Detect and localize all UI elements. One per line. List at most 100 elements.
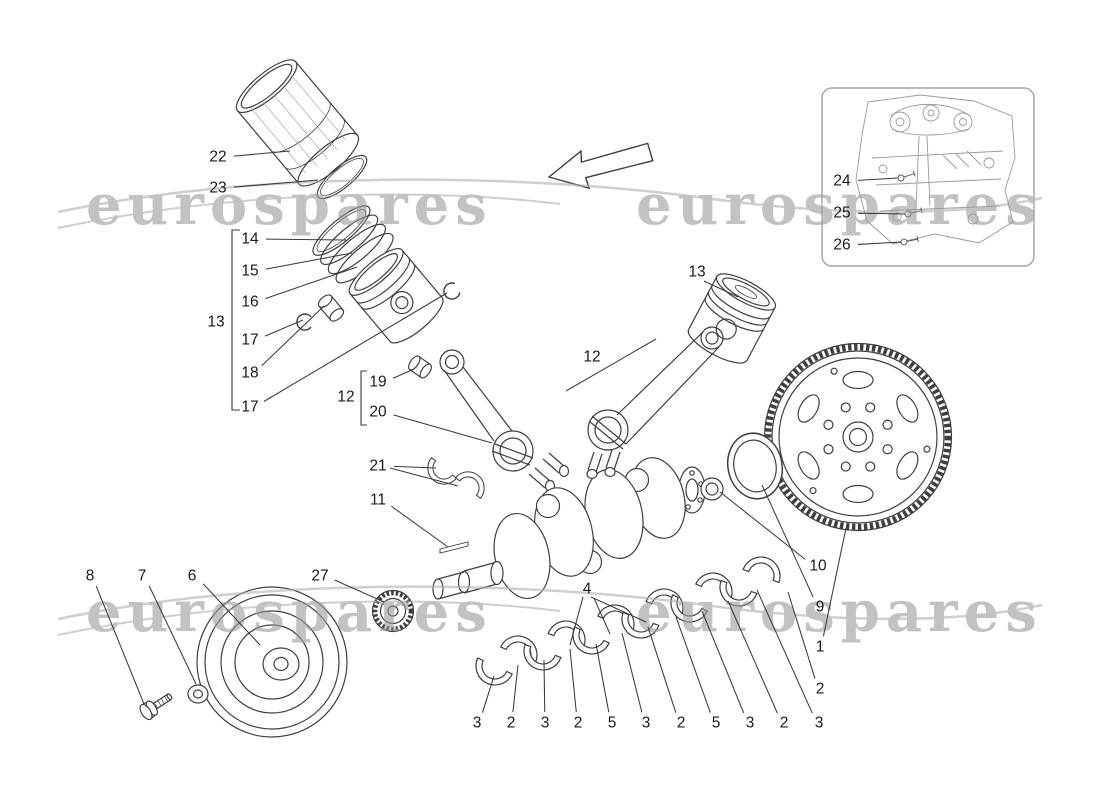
leader-line (701, 610, 745, 714)
part-number-label: 27 (311, 568, 328, 585)
group-bracket-13 (231, 229, 240, 411)
part-number-label: 4 (583, 581, 592, 598)
watermark-text: eurospares (636, 579, 1043, 645)
watermark-swoosh (57, 585, 1043, 621)
leader-line (202, 583, 261, 646)
leader-line (675, 616, 711, 713)
connecting-rod (439, 349, 570, 493)
part-number-label: 9 (816, 599, 825, 616)
part-number-label: 2 (677, 715, 686, 732)
circlip (440, 280, 462, 303)
part-number-label: 12 (583, 349, 600, 366)
crankshaft (432, 457, 706, 600)
pilot-bushing (700, 477, 724, 501)
leader-line (393, 465, 437, 469)
leader-line (264, 319, 304, 337)
part-number-label: 16 (241, 294, 258, 311)
part-number-label: 18 (241, 365, 258, 382)
part-number-label: 13 (688, 264, 705, 281)
part-number-label: 26 (833, 237, 850, 254)
part-number-label: 3 (746, 715, 755, 732)
leader-line (727, 600, 778, 714)
leader-line (543, 659, 546, 713)
cylinder-liner (235, 59, 360, 187)
part-number-label: 25 (833, 205, 850, 222)
part-number-label: 17 (241, 332, 258, 349)
part-number-label: 14 (241, 231, 259, 248)
part-number-label: 3 (642, 715, 651, 732)
part-number-label: 2 (507, 715, 516, 732)
washer (187, 684, 209, 704)
rod-bearing-shell (455, 464, 492, 499)
leader-line (512, 664, 519, 713)
part-number-label: 21 (369, 458, 386, 475)
part-number-label: 7 (138, 568, 147, 585)
part-number-label: 1 (816, 639, 825, 656)
piston (348, 248, 444, 344)
seal-ring (726, 432, 784, 500)
leader-line (569, 648, 577, 713)
part-number-label: 8 (86, 568, 95, 585)
part-number-label: 20 (369, 404, 387, 421)
leader-line (390, 505, 449, 548)
leader-line (590, 596, 647, 623)
leader-line (595, 643, 610, 713)
leader-line (787, 591, 816, 679)
part-number-label: 23 (209, 180, 226, 197)
leader-line (857, 241, 902, 245)
leader-line (265, 266, 358, 300)
leader-line (822, 527, 847, 637)
flywheel (763, 342, 953, 532)
leader-line (621, 632, 643, 713)
leader-line (334, 579, 385, 603)
rod-bearing-shell (420, 457, 457, 492)
piston-pin (317, 294, 345, 322)
leader-line (756, 589, 813, 714)
part-number-label: 22 (209, 149, 226, 166)
rod-bolts (528, 452, 570, 493)
part-number-label: 2 (574, 715, 583, 732)
part-number-label: 2 (816, 681, 825, 698)
rod-bolts (586, 449, 621, 480)
leader-line (647, 626, 677, 713)
leader-line (389, 467, 459, 487)
part-number-label: 5 (608, 715, 617, 732)
watermark-text: eurospares (636, 172, 1043, 238)
leader-line (393, 414, 493, 444)
leader-line (261, 305, 325, 366)
damper-pulley (196, 586, 348, 738)
leader-line (857, 212, 906, 215)
leader-line (148, 585, 197, 685)
leader-line (392, 368, 415, 379)
bolt-icon (900, 236, 919, 246)
engine-location-inset (821, 87, 1035, 267)
leader-line (569, 596, 584, 646)
part-number-label: 17 (241, 399, 258, 416)
fastener-icons (897, 170, 923, 246)
part-number-label: 12 (337, 389, 354, 406)
leader-line (703, 280, 739, 298)
pulley-bolt (139, 693, 173, 721)
part-number-label: 11 (370, 492, 386, 509)
part-number-label: 19 (369, 374, 386, 391)
part-number-label: 15 (241, 263, 258, 280)
part-number-label: 13 (207, 314, 224, 331)
leader-line (233, 150, 291, 157)
part-number-label: 3 (815, 715, 824, 732)
leader-line (265, 238, 347, 241)
part-number-label: 6 (188, 568, 197, 585)
watermark-swoosh (57, 193, 561, 229)
watermark-text: eurospares (86, 579, 493, 645)
engine-sketch (855, 94, 1016, 245)
part-number-label: 24 (833, 173, 851, 190)
piston-rings (312, 205, 394, 284)
part-number-label: 10 (809, 558, 827, 575)
leader-line (565, 338, 657, 392)
part-number-label: 3 (541, 715, 550, 732)
watermark-swoosh (57, 600, 561, 636)
connecting-rod (586, 326, 724, 480)
part-number-label: 5 (712, 715, 721, 732)
